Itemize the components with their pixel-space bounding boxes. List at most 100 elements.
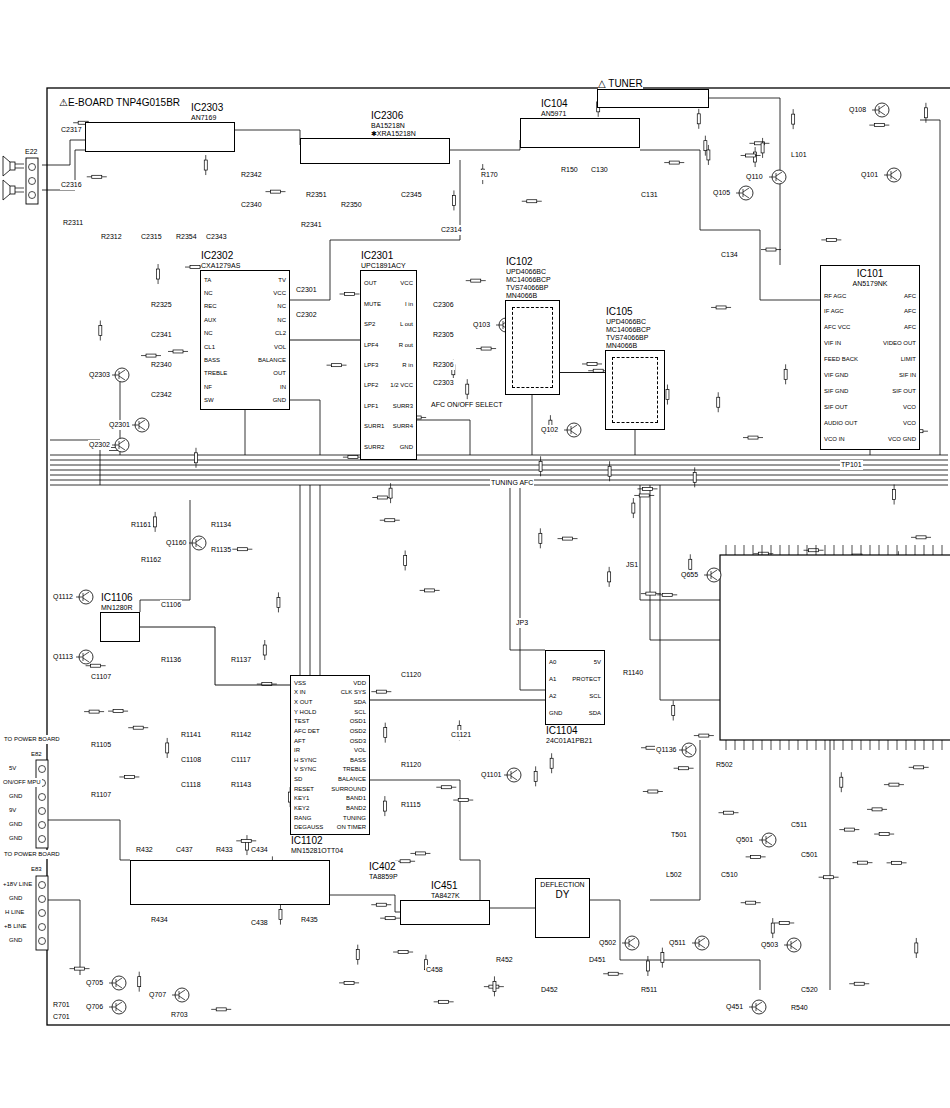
pin-name: AFC xyxy=(904,323,916,331)
callout-number: R1105 xyxy=(90,740,112,750)
resistor-symbol xyxy=(371,903,391,906)
resistor-lead xyxy=(762,138,763,158)
pin-name: OUT xyxy=(273,369,286,377)
pin-name: AFC VCC xyxy=(824,323,858,331)
pin-columns: A0A1A2GND5VPROTECTSCLSDA xyxy=(549,653,601,722)
resistor-symbol xyxy=(792,109,795,129)
speaker-cone xyxy=(3,156,10,176)
pin-name: VCO xyxy=(903,403,916,411)
callout-number: R2342 xyxy=(240,170,263,180)
transistor-lead xyxy=(504,770,517,780)
callout-number: R1107 xyxy=(90,790,112,800)
pin-column: VDDCLK SYSSDASCLOSD1OSD2OSD3VOLBASSTREBL… xyxy=(331,678,366,832)
pin-name: SURR1 xyxy=(364,422,384,430)
pin-name: LPF4 xyxy=(364,341,384,349)
resistor-body xyxy=(874,124,884,127)
pin-name: VIF IN xyxy=(824,339,858,347)
ic-heading: IC451TA8427K xyxy=(431,880,460,900)
ic-number: IC402 xyxy=(369,861,398,873)
ic-number: IC102 xyxy=(506,256,551,268)
callout-number: R432 xyxy=(135,845,154,855)
wire xyxy=(709,98,780,265)
callout-number: C2345 xyxy=(400,190,423,200)
resistor-lead xyxy=(467,379,468,399)
resistor-lead xyxy=(380,918,400,919)
ic-pin xyxy=(933,545,934,750)
resistor-symbol xyxy=(608,461,611,481)
pin-name: MUTE xyxy=(364,300,384,308)
ic-box: DEFLECTIONDY xyxy=(535,878,590,938)
resistor-lead xyxy=(609,461,610,481)
ic-pin xyxy=(834,545,835,750)
pin-name: OSD3 xyxy=(350,737,366,745)
callout-number: TO POWER BOARD xyxy=(3,735,61,744)
pin-column: TANCRECAUXNCCL1BASSTREBLENFSW xyxy=(204,273,227,407)
part-number: ✱XRA15218N xyxy=(371,130,416,138)
resistor-symbol xyxy=(674,767,694,770)
transistor-lead xyxy=(784,940,797,950)
ic-number: IC2303 xyxy=(191,102,223,114)
pin-name: CL2 xyxy=(275,329,286,337)
resistor-body xyxy=(237,548,247,551)
pin-name: VIDEO OUT xyxy=(883,339,916,347)
resistor-lead xyxy=(839,829,859,830)
pin-name: TEST xyxy=(294,717,323,725)
pin-name: A1 xyxy=(549,675,562,683)
resistor-symbol xyxy=(549,415,552,435)
resistor-body xyxy=(204,160,207,170)
resistor-lead xyxy=(887,862,907,863)
switch-outline xyxy=(512,307,553,388)
speaker-magnet xyxy=(10,162,15,170)
callout-number: R1137 xyxy=(230,655,252,665)
ic-box: IC104AN5971 xyxy=(520,118,640,148)
transistor-lead xyxy=(189,538,202,548)
pin-columns: RF AGCIF AGCAFC VCCVIF INFEED BACKVIF GN… xyxy=(824,288,916,447)
ic-number: IC1102 xyxy=(291,835,343,847)
pin-name: VCO xyxy=(903,419,916,427)
callout-number: Q108 xyxy=(848,105,867,115)
resistor-lead xyxy=(339,982,359,983)
wire xyxy=(450,140,520,150)
part-number: CXA1279AS xyxy=(201,262,240,270)
wire xyxy=(640,485,720,600)
ic-number: IC101 xyxy=(857,268,884,280)
resistor-body xyxy=(608,572,611,582)
callout-number: +B LINE xyxy=(3,922,28,931)
pin-columns: OUTMUTESP2LPF4LPF3LPF2LPF1SURR1SURR2VCCI… xyxy=(364,273,413,457)
resistor-lead xyxy=(694,735,714,736)
resistor-body xyxy=(593,369,603,372)
resistor-symbol xyxy=(869,124,889,127)
resistor-lead xyxy=(155,512,156,532)
resistor-lead xyxy=(634,495,654,496)
resistor-lead xyxy=(390,483,391,503)
ic-box: IC1102MN15281OTT04VSSX INX OUTY HOLDTEST… xyxy=(290,675,370,835)
ic-pin xyxy=(942,545,943,750)
pin-name: A0 xyxy=(549,658,562,666)
resistor-lead xyxy=(909,767,929,768)
resistor-symbol xyxy=(166,738,169,758)
connector-pin xyxy=(39,794,46,801)
part-number: MN15281OTT04 xyxy=(291,847,343,855)
resistor-lead xyxy=(141,355,161,356)
resistor-body xyxy=(872,808,882,811)
resistor-lead xyxy=(436,787,456,788)
transistor-lead xyxy=(109,1002,122,1012)
switch-outline xyxy=(612,357,658,423)
ic-number: △ TUNER xyxy=(598,78,643,90)
ic-pin xyxy=(924,545,925,750)
resistor-body xyxy=(385,519,395,522)
ic-number: IC2302 xyxy=(201,250,240,262)
ic-number: IC451 xyxy=(431,880,460,892)
callout-number: R1134 xyxy=(210,520,232,530)
pin-name: AFC xyxy=(904,292,916,300)
ic-heading: IC402TA8859P xyxy=(369,861,398,881)
resistor-lead xyxy=(522,201,542,202)
resistor-body xyxy=(404,555,407,565)
part-number: AN7169 xyxy=(191,114,223,122)
pin-column: TVVCCNCNCCL2VOLBALANCEOUTINGND xyxy=(258,273,286,407)
resistor-body xyxy=(424,960,427,970)
resistor-symbol xyxy=(452,190,455,210)
resistor-lead xyxy=(718,392,719,412)
resistor-symbol xyxy=(661,948,664,968)
